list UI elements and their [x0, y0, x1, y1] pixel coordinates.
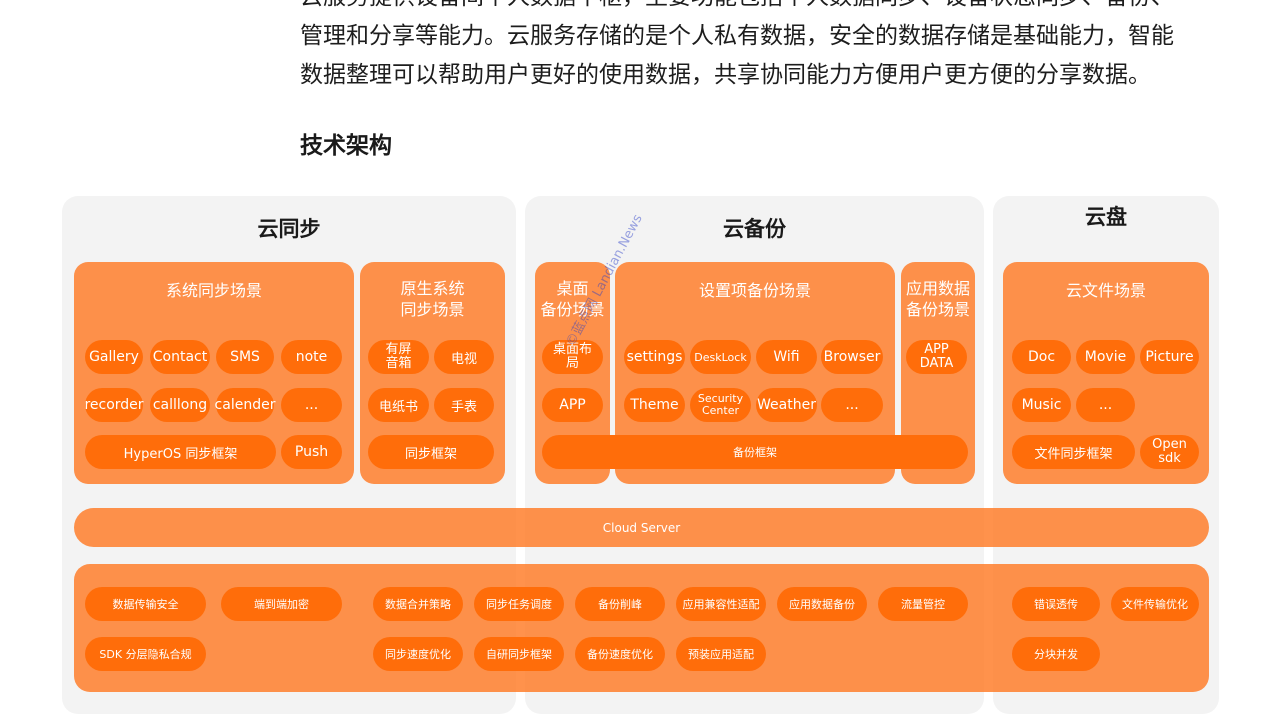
setting-more: ...	[821, 388, 883, 422]
scene-gallery: Gallery	[85, 340, 143, 374]
capability-data-transfer-security: 数据传输安全	[85, 587, 206, 621]
capability-file-transfer-opt: 文件传输优化	[1111, 587, 1199, 621]
setting-settings: settings	[624, 340, 685, 374]
card-title: 桌面 备份场景	[540, 279, 605, 319]
intro-paragraph: 云服务提供设备间个人数据中枢，主要功能包括个人数据同步、设备状态同步、备份、 管…	[300, 0, 1240, 95]
push: Push	[281, 435, 342, 469]
scene-calender: calender	[215, 388, 275, 422]
open-sdk: Open sdk	[1140, 435, 1199, 469]
device-tv: 电视	[434, 340, 494, 374]
device-smart-speaker: 有屏 音箱	[368, 340, 429, 374]
setting-browser: Browser	[821, 340, 883, 374]
capability-chunk-concurrency: 分块并发	[1012, 637, 1100, 671]
app-data: APP DATA	[906, 340, 967, 374]
capability-e2e-encryption: 端到端加密	[221, 587, 342, 621]
panel-title-backup: 云备份	[723, 217, 786, 241]
device-ereader: 电纸书	[368, 388, 429, 422]
scene-sms: SMS	[216, 340, 274, 374]
cloud-server-bar: Cloud Server	[74, 508, 1209, 547]
panel-title-drive: 云盘	[1085, 205, 1127, 229]
intro-line: 云服务提供设备间个人数据中枢，主要功能包括个人数据同步、设备状态同步、备份、	[300, 0, 1240, 17]
capability-own-sync-framework: 自研同步框架	[474, 637, 564, 671]
capability-backup-speed: 备份速度优化	[575, 637, 665, 671]
setting-theme: Theme	[624, 388, 685, 422]
setting-desklock: DeskLock	[690, 340, 751, 374]
scene-contact: Contact	[150, 340, 210, 374]
scene-more: ...	[281, 388, 342, 422]
capabilities-box	[74, 564, 1209, 692]
panel-title-sync: 云同步	[257, 217, 321, 241]
scene-note: note	[281, 340, 342, 374]
file-more: ...	[1076, 388, 1135, 422]
device-watch: 手表	[434, 388, 494, 422]
file-music: Music	[1012, 388, 1071, 422]
capability-sync-scheduling: 同步任务调度	[474, 587, 564, 621]
file-sync-framework: 文件同步框架	[1012, 435, 1135, 469]
intro-line: 数据整理可以帮助用户更好的使用数据，共享协同能力方便用户更方便的分享数据。	[300, 62, 1151, 88]
capability-sync-speed: 同步速度优化	[373, 637, 463, 671]
desktop-layout: 桌面布 局	[542, 340, 603, 374]
capability-sdk-privacy: SDK 分层隐私合规	[85, 637, 206, 671]
backup-framework: 备份框架	[542, 435, 968, 469]
card-title: 云文件场景	[1065, 281, 1146, 300]
sync-framework: 同步框架	[368, 435, 494, 469]
scene-recorder: recorder	[84, 388, 144, 422]
setting-wifi: Wifi	[756, 340, 817, 374]
setting-weather: Weather	[756, 388, 817, 422]
file-picture: Picture	[1140, 340, 1199, 374]
card-title: 应用数据 备份场景	[905, 279, 970, 319]
card-title: 设置项备份场景	[698, 281, 811, 300]
capability-app-data-backup: 应用数据备份	[777, 587, 867, 621]
section-title: 技术架构	[300, 133, 392, 159]
desktop-app: APP	[542, 388, 603, 422]
card-title: 系统同步场景	[165, 281, 262, 300]
capability-backup-peak-shaving: 备份削峰	[575, 587, 665, 621]
capability-traffic-control: 流量管控	[878, 587, 968, 621]
scene-calllong: calllong	[150, 388, 210, 422]
capability-app-compat: 应用兼容性适配	[676, 587, 766, 621]
intro-line: 管理和分享等能力。云服务存储的是个人私有数据，安全的数据存储是基础能力，智能	[300, 23, 1174, 49]
capability-preinstalled-app: 预装应用适配	[676, 637, 766, 671]
setting-security-center: Security Center	[690, 388, 751, 422]
hyperos-sync-framework: HyperOS 同步框架	[85, 435, 276, 469]
capability-error-passthrough: 错误透传	[1012, 587, 1100, 621]
file-movie: Movie	[1076, 340, 1135, 374]
file-doc: Doc	[1012, 340, 1071, 374]
capability-data-merge: 数据合并策略	[373, 587, 463, 621]
card-title: 原生系统 同步场景	[400, 279, 465, 319]
